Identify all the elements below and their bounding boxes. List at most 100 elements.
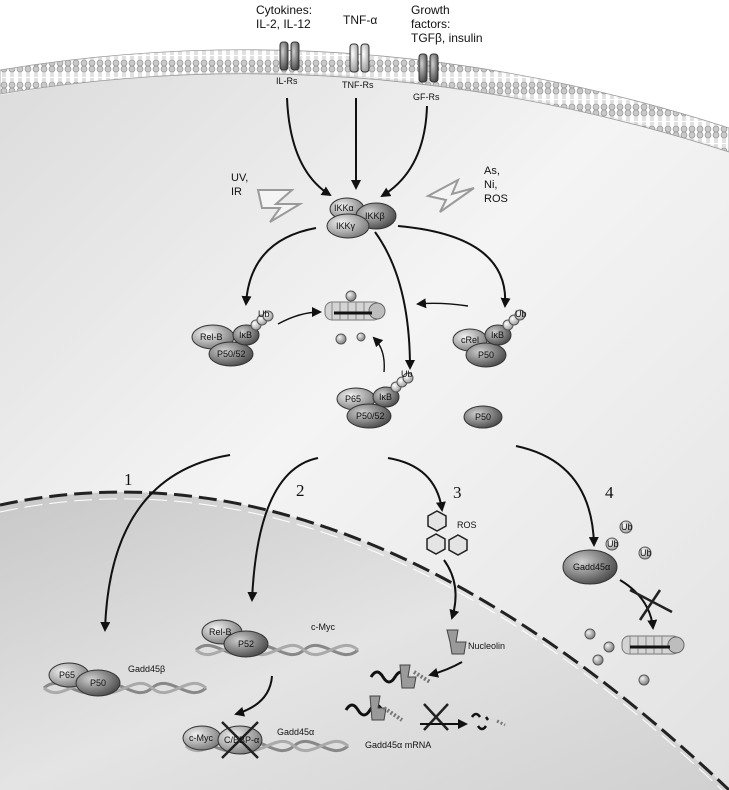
as-lightning-icon [425, 177, 475, 213]
p52-dna-label: P52 [238, 639, 255, 649]
degraded-fragment [345, 290, 357, 302]
cmyc-dna-label: c-Myc [189, 733, 213, 743]
ikk-gamma [326, 213, 370, 239]
gf-receptor [418, 53, 439, 83]
uv-lightning-icon [256, 189, 304, 223]
cebp-alpha-label: C/EBP-α [224, 735, 260, 745]
ros-molecule [448, 534, 468, 556]
ubiquitin [262, 310, 274, 322]
arrow-gf-to-ikk [380, 105, 428, 198]
pathway-number-1: 1 [124, 470, 133, 489]
arrow-ikk-to-p65 [374, 231, 415, 370]
tnf-rs-label: TNF-Rs [342, 80, 374, 90]
p50-52-label: P50/52 [217, 349, 246, 359]
nucleus [0, 492, 729, 790]
arrow-relb-to-proteasome [277, 307, 322, 325]
nucleolin-label: Nucleolin [468, 641, 506, 651]
uv-label: UV, [231, 172, 249, 184]
ubiquitin [619, 520, 633, 534]
arrow-ikk-to-crel [397, 225, 511, 308]
ikb-protein [232, 324, 260, 346]
degraded-fragment [356, 332, 366, 342]
ub-label: Ub [640, 548, 652, 558]
ikb-label: IκB [379, 392, 393, 402]
inhibition-cross [423, 703, 449, 731]
degraded-fragment [603, 641, 615, 653]
arrow-ikk-to-relb [241, 227, 317, 306]
degraded-fragment [335, 333, 347, 345]
il-receptor [279, 41, 300, 71]
arrow-il-to-ikk [286, 97, 332, 197]
arrow-cmyc-to-cebp [234, 675, 273, 717]
p50-protein [465, 342, 507, 368]
arrow-crel-to-proteasome [416, 298, 469, 309]
relb-label: Rel-B [200, 332, 223, 342]
arrow-p65-to-proteasome [372, 336, 385, 373]
gadd45a-mrna-label: Gadd45α mRNA [365, 740, 432, 750]
growth-factors-list-label: TGFβ, insulin [411, 31, 483, 45]
p50-dna-label: P50 [90, 678, 107, 688]
pathway-number-2: 2 [296, 481, 305, 500]
ub-label: Ub [258, 309, 270, 319]
arrow-nucleolin-to-mrna [428, 661, 463, 678]
crel-label: cRel [461, 335, 480, 345]
ikb-label: IκB [491, 330, 505, 340]
tnf-receptor [349, 43, 370, 73]
ni-label: Ni, [484, 179, 498, 191]
ikk-alpha-label: IKKα [334, 203, 354, 213]
as-label: As, [484, 165, 500, 177]
ikb-label: IκB [239, 330, 253, 340]
free-p50-protein [463, 405, 503, 429]
nucleolin-protein [446, 629, 467, 655]
pathway-number-3: 3 [453, 483, 462, 502]
il-rs-label: IL-Rs [276, 76, 298, 86]
ros-nucleus-label: ROS [457, 520, 477, 530]
gadd45a-label: Gadd45α [573, 562, 611, 572]
p50-52-label: P50/52 [356, 411, 385, 421]
degraded-fragment [584, 628, 596, 640]
p50-52-protein [208, 341, 254, 367]
ub-label: Ub [607, 539, 619, 549]
ubiquitin [605, 537, 619, 551]
ros-molecule [426, 533, 446, 555]
ub-label: Ub [621, 522, 633, 532]
tnf-alpha-label: TNF-α [343, 13, 378, 27]
growth-factors-label: Growth [411, 3, 450, 17]
arrow-ros-to-nucleolin [443, 559, 460, 620]
ikk-beta-label: IKKβ [365, 211, 385, 221]
ub-label: Ub [401, 369, 413, 379]
gf-rs-label: GF-Rs [413, 92, 440, 102]
p52-protein [223, 630, 269, 658]
gadd45a-protein [562, 549, 618, 585]
free-p50-label: P50 [475, 412, 492, 422]
ubiquitin [514, 309, 526, 321]
proteasome [621, 635, 685, 655]
degraded-fragment [592, 654, 604, 666]
ir-label: IR [231, 186, 242, 198]
ros-molecule [427, 510, 447, 532]
arrow-pathway-1 [100, 454, 231, 632]
pathway-number-4: 4 [605, 483, 614, 502]
nuclear-envelope [0, 490, 729, 790]
arrow-gadd45a-to-proteasome [619, 579, 658, 630]
cytokines-list-label: IL-2, IL-12 [256, 17, 311, 31]
arrow-pathway-4 [515, 445, 599, 547]
ikb-protein [372, 386, 400, 408]
arrow-pathway-3 [387, 457, 446, 512]
cytokines-label: Cytokines: [256, 3, 313, 17]
degraded-fragment [638, 674, 650, 686]
p65-dna-label: P65 [59, 670, 76, 680]
p65-label: P65 [345, 394, 362, 404]
p50-52-protein [346, 403, 392, 429]
p50-label: P50 [478, 350, 495, 360]
ikb-protein [484, 324, 512, 346]
gadd45b-label: Gadd45β [128, 664, 166, 674]
dna-gadd45b [43, 681, 207, 695]
ikk-gamma-label: IKKγ [336, 221, 356, 231]
dna-cmyc [195, 643, 359, 657]
growth-factors-label-2: factors: [411, 17, 451, 31]
p50-protein [75, 669, 121, 697]
inhibition-cross [221, 721, 259, 759]
